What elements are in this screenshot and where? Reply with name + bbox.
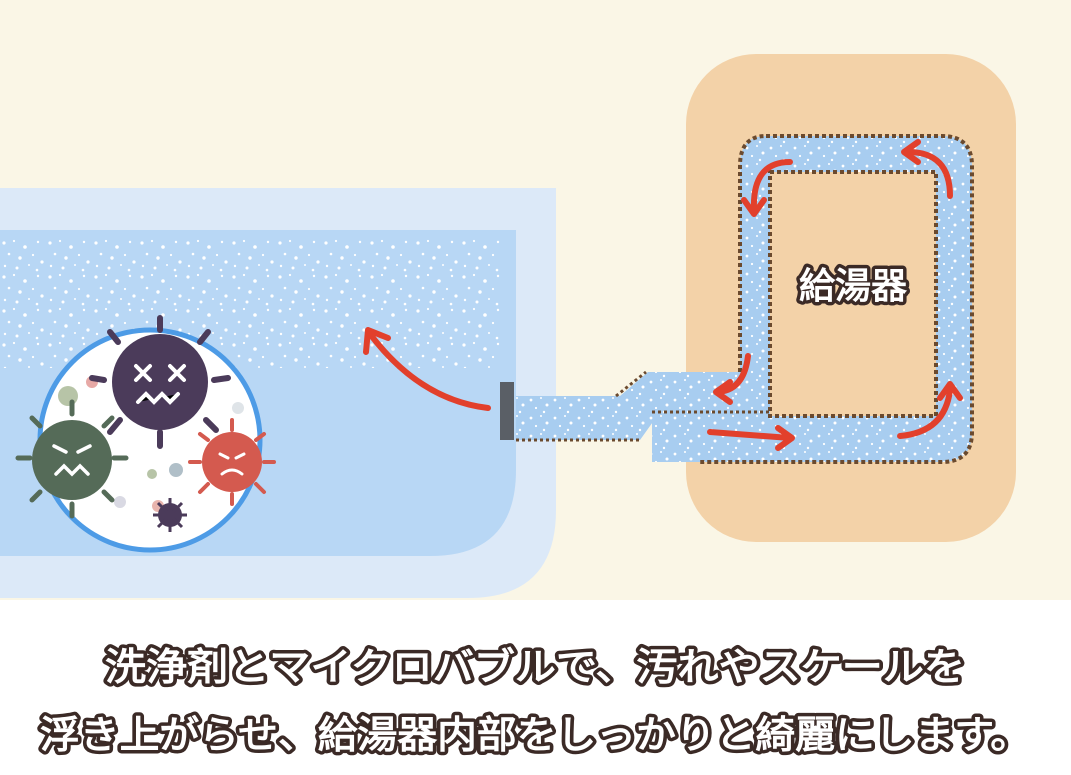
heater-core (770, 172, 936, 416)
arrow-icon (901, 139, 953, 199)
microbubbles (0, 238, 500, 368)
arrow-icon (741, 159, 793, 217)
caption: 洗浄剤とマイクロバブルで、汚れやスケールを 浮き上がらせ、給湯器内部をしっかりと… (0, 600, 1071, 771)
arrow-icon (713, 353, 751, 405)
bath-outlet (500, 382, 514, 440)
flow-arrows (363, 139, 963, 451)
caption-line-1: 洗浄剤とマイクロバブルで、汚れやスケールを (105, 645, 965, 689)
arrow-icon (363, 327, 491, 411)
water-heater: 給湯器 (652, 54, 1016, 542)
germ-large-icon (89, 315, 231, 449)
arrow-icon (897, 381, 963, 439)
germ-small-icon (153, 498, 187, 532)
germ-red-icon (188, 418, 276, 506)
caption-line-2: 浮き上がらせ、給湯器内部をしっかりと綺麗にします。 (40, 713, 1030, 757)
arrow-icon (707, 425, 795, 451)
magnifier (15, 315, 276, 553)
germ-green-icon (15, 399, 129, 519)
diagram-canvas: 給湯器 (0, 0, 1071, 600)
heater-label: 給湯器 (799, 266, 908, 307)
